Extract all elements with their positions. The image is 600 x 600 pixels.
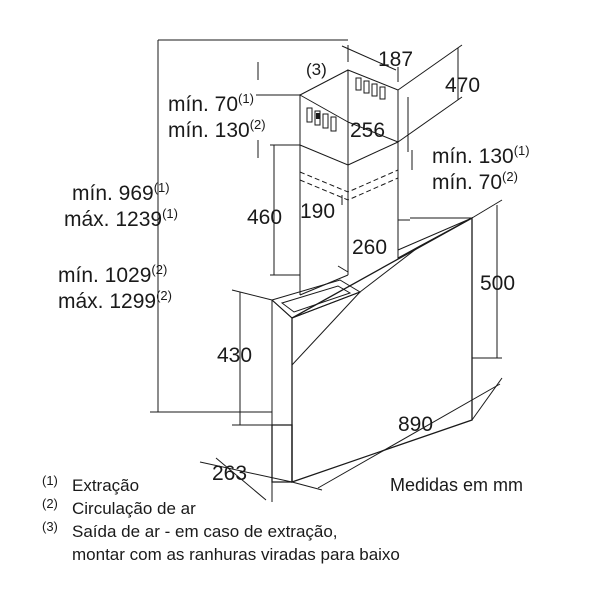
chimney-top-sup-1: (1) (238, 91, 254, 106)
hood-top-block-inner (280, 285, 352, 313)
svg-text:máx. 1299(2): máx. 1299(2) (58, 288, 172, 313)
dimension-lines (150, 39, 503, 502)
slot-fill (316, 113, 320, 119)
dim-256-label: 256 (350, 119, 385, 142)
chimney-top-min-1: mín. 70 (168, 93, 238, 116)
height-range-2: máx. 1239 (64, 208, 162, 231)
dim-890-label: 890 (398, 413, 433, 436)
dim-263-label: 263 (212, 462, 247, 485)
chimney-right-sup-1: (1) (514, 143, 530, 158)
dim-890-ext-left (291, 481, 323, 491)
legend: (1) Extração (2) Circulação de ar (3) Sa… (42, 473, 400, 564)
dim-500-ext-top (471, 199, 503, 219)
legend-text-1: Extração (72, 476, 139, 495)
height-range-sup-1: (1) (154, 180, 170, 195)
height-range-4: máx. 1299 (58, 290, 156, 313)
dim-260-label: 260 (352, 236, 387, 259)
chimney-top-clearance: mín. 70(1) mín. 130(2) (168, 91, 266, 142)
height-range-sup-3: (2) (151, 262, 167, 277)
hood-top-block (271, 279, 362, 319)
upper-chimney-bottom-edge (347, 141, 399, 166)
chimney-top-min-2: mín. 130 (168, 119, 250, 142)
legend-text-3-continuation: montar com as ranhuras viradas para baix… (72, 545, 400, 564)
legend-text-3: Saída de ar - em caso de extração, (72, 522, 338, 541)
dim-890-ext-right (471, 377, 503, 421)
chimney-top-sup-2: (2) (250, 117, 266, 132)
legend-mark-1: (1) (42, 473, 58, 488)
dim-187-line (341, 45, 397, 71)
legend-mark-3: (3) (42, 519, 58, 534)
svg-text:mín. 70(1): mín. 70(1) (168, 91, 254, 116)
upper-chimney-top-edge (299, 69, 349, 96)
dim-470-ext-top (397, 44, 463, 91)
svg-text:máx. 1239(1): máx. 1239(1) (64, 206, 178, 231)
upper-chimney-front-panel (299, 94, 349, 166)
svg-text:mín. 130(1): mín. 130(1) (432, 143, 530, 168)
height-range-1: mín. 969 (72, 182, 154, 205)
hood-side-lower (271, 424, 293, 483)
legend-text-2: Circulação de ar (72, 499, 196, 518)
svg-text:mín. 70(2): mín. 70(2) (432, 169, 518, 194)
telescopic-overlap-line (299, 169, 399, 193)
slot (363, 80, 370, 94)
air-outlet-slots (306, 77, 386, 132)
legend-mark-2: (2) (42, 496, 58, 511)
dim-263-line-top (199, 461, 293, 483)
outlet-callout-label: (3) (306, 60, 327, 79)
telescopic-overlap-line (299, 177, 399, 201)
slot (379, 86, 386, 100)
slot (371, 83, 378, 97)
svg-text:mín. 969(1): mín. 969(1) (72, 180, 170, 205)
dim-263-line (215, 457, 267, 501)
hood-underside-line (359, 245, 421, 293)
dim-460-label: 460 (247, 206, 282, 229)
slot (306, 107, 313, 123)
height-range-3: mín. 1029 (58, 264, 151, 287)
height-ranges: mín. 969(1) máx. 1239(1) mín. 1029(2) má… (58, 180, 178, 313)
chimney-right-sup-2: (2) (502, 169, 518, 184)
height-range-sup-4: (2) (156, 288, 172, 303)
chimney-right-min-2: mín. 70 (432, 171, 502, 194)
chimney (299, 69, 399, 296)
chimney-right-clearance: mín. 130(1) mín. 70(2) (432, 143, 530, 194)
dim-430-ext-top (231, 289, 273, 301)
dim-890-line (317, 383, 501, 489)
slot (322, 113, 329, 129)
height-range-sup-2: (1) (162, 206, 178, 221)
svg-text:mín. 130(2): mín. 130(2) (168, 117, 266, 142)
slot (330, 116, 337, 132)
units-note: Medidas em mm (390, 475, 523, 495)
dim-187-label: 187 (378, 48, 413, 71)
slot (355, 77, 362, 91)
dimension-labels: 187 470 256 460 190 260 500 430 890 263 … (212, 48, 515, 485)
dim-500-label: 500 (480, 272, 515, 295)
dim-260-tick (337, 265, 349, 273)
dim-430-label: 430 (217, 344, 252, 367)
hood-back-box (397, 217, 473, 259)
svg-text:mín. 1029(2): mín. 1029(2) (58, 262, 167, 287)
chimney-right-min-1: mín. 130 (432, 145, 514, 168)
dim-470-ext-bottom (397, 96, 463, 143)
dim-470-label: 470 (445, 74, 480, 97)
dim-190-label: 190 (300, 200, 335, 223)
hood-bottom-wedge (291, 291, 361, 367)
